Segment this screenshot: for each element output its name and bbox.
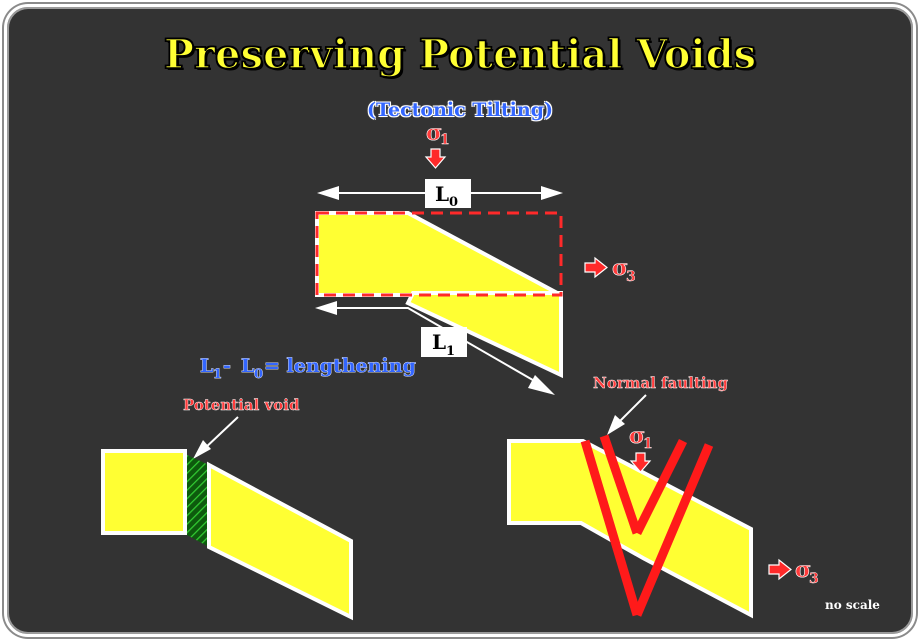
- sigma1-top-label: σ 1: [426, 120, 450, 148]
- svg-text:σ: σ: [629, 423, 645, 449]
- original-block-outline: [315, 211, 563, 297]
- svg-text:3: 3: [626, 269, 636, 285]
- sigma1-right-label: σ 1: [629, 423, 653, 453]
- left-block-tilted: [207, 461, 353, 621]
- normal-faulting-pointer: [607, 394, 647, 435]
- slide-subtitle: (Tectonic Tilting): [367, 99, 553, 121]
- top-block-tilted-fill: [405, 291, 563, 379]
- left-block-square: [101, 449, 187, 535]
- slide-frame: Preserving Potential Voids (Tectonic Til…: [4, 4, 916, 637]
- normal-faults: [580, 434, 714, 617]
- L0-label: L 0: [435, 182, 458, 210]
- normal-faulting-label: Normal faulting: [593, 374, 728, 392]
- svg-text:L: L: [200, 355, 213, 377]
- svg-text:0: 0: [449, 195, 458, 210]
- L1-label: L 1: [432, 330, 455, 359]
- sigma1-right-arrow: [629, 452, 652, 473]
- svg-text:L: L: [432, 330, 446, 354]
- potential-void-pointer: [193, 416, 239, 459]
- potential-void-hatch: [187, 455, 209, 547]
- sigma1-top-arrow: [424, 148, 447, 169]
- L1-arrow: [315, 301, 555, 395]
- svg-text:1: 1: [213, 367, 222, 382]
- sigma3-right-label: σ 3: [795, 557, 819, 588]
- svg-text:0: 0: [254, 367, 263, 382]
- svg-text:3: 3: [809, 571, 819, 587]
- no-scale-note: no scale: [825, 598, 880, 612]
- tilting-diagram: σ 1 L 0 σ 3: [101, 120, 880, 621]
- svg-text:σ: σ: [795, 557, 811, 583]
- L0-box: [425, 179, 471, 208]
- sigma3-top-arrow: [584, 256, 608, 279]
- svg-text:σ: σ: [612, 255, 628, 281]
- L1-box: [421, 327, 467, 357]
- svg-text:= lengthening: = lengthening: [264, 355, 416, 377]
- lengthening-label: L 1 - L 0 = lengthening: [200, 355, 417, 383]
- svg-text:σ: σ: [426, 120, 442, 146]
- top-block-left-piece: [315, 211, 562, 297]
- sigma3-right-arrow: [768, 558, 792, 581]
- svg-text:1: 1: [643, 436, 653, 452]
- svg-text:L: L: [241, 355, 254, 377]
- svg-text:L: L: [435, 182, 449, 206]
- svg-text:1: 1: [446, 344, 455, 359]
- sigma3-top-label: σ 3: [612, 255, 636, 286]
- slide-title: Preserving Potential Voids: [163, 30, 757, 79]
- svg-text:1: 1: [440, 132, 450, 148]
- potential-void-label: Potential void: [183, 396, 300, 414]
- svg-text:-: -: [223, 355, 231, 377]
